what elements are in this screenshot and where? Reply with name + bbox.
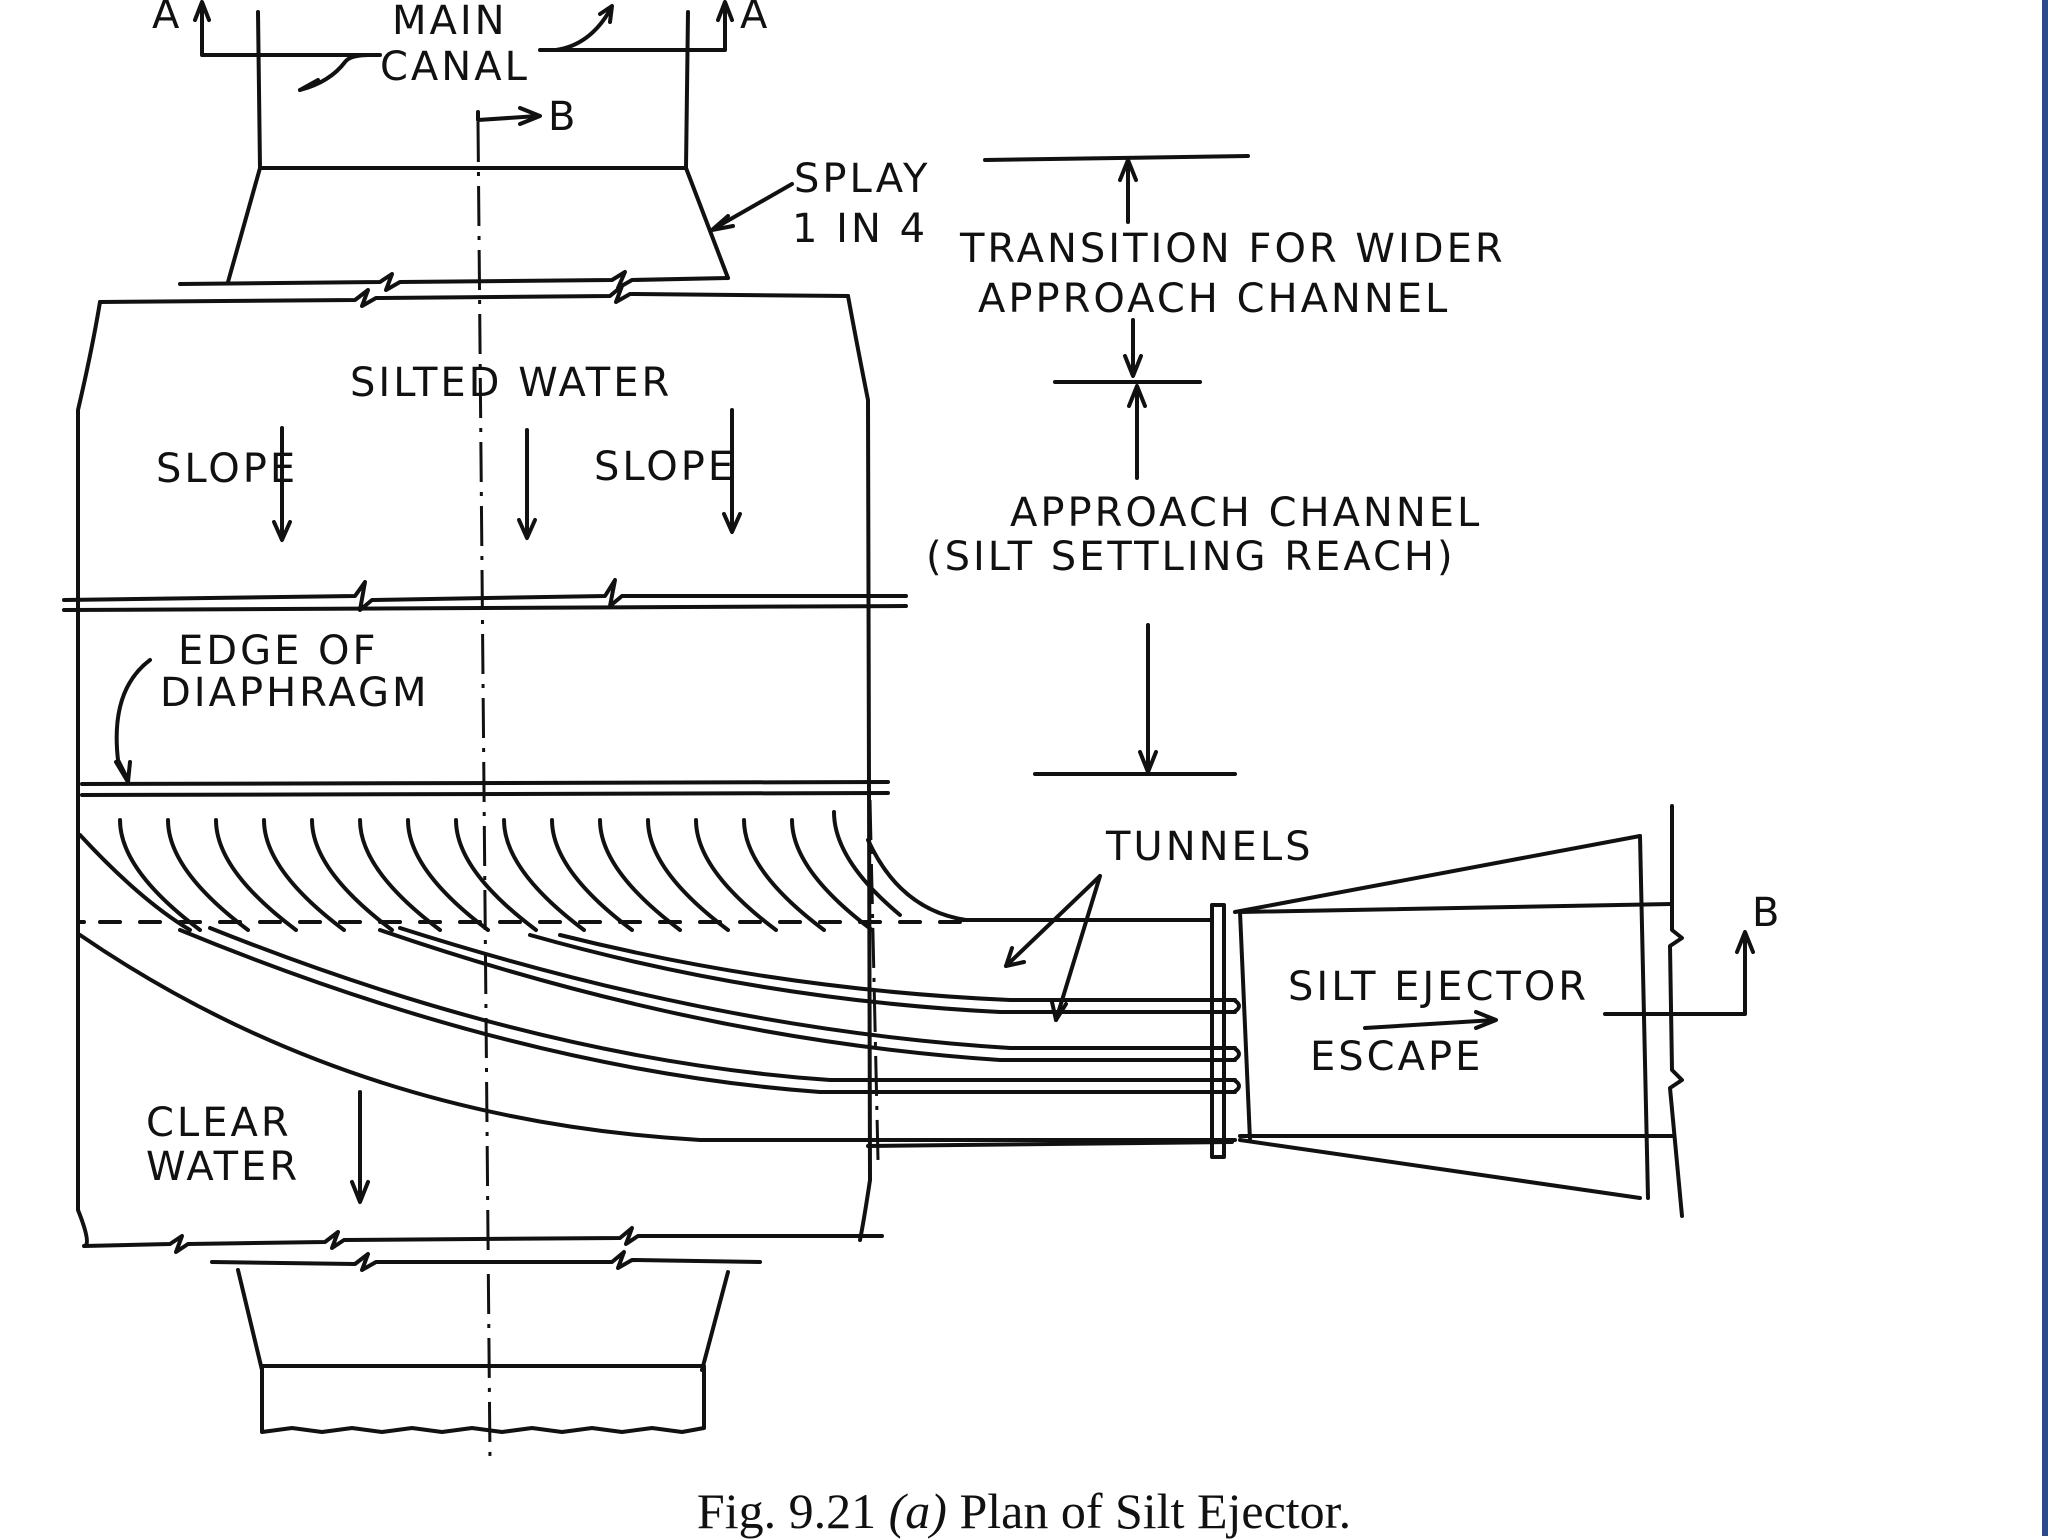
tunnel-curves [78,810,1212,932]
caption-prefix: Fig. 9.21 [696,1483,889,1539]
silted-water-label: SILTED WATER [350,360,672,406]
section-a-left-label: A [152,0,182,38]
tunnels-label: TUNNELS [1105,824,1314,870]
slope-left-label: SLOPE [156,446,298,492]
section-a-right-label: A [740,0,770,38]
downstream-outlet [82,1226,884,1434]
main-canal-label-line1: MAIN [392,0,508,44]
approach-channel-label-line2: (SILT SETTLING REACH) [926,534,1456,580]
silt-ejector-escape [1233,804,1755,1218]
clear-water-arrow [350,1090,370,1204]
caption-part-letter: (a) [888,1483,947,1539]
center-line-vertical [476,121,492,1461]
page-edge-strip [2042,0,2048,1536]
splay-label-line1: SPLAY [794,156,930,202]
center-line-tunnel-end [868,799,880,1161]
section-line-a [193,0,734,92]
transition-dimension [983,154,1250,776]
caption-title: Plan of Silt Ejector. [946,1483,1352,1539]
escape-label: ESCAPE [1310,1034,1483,1080]
transition-label-line2: APPROACH CHANNEL [978,276,1450,322]
diaphragm-label-line1: EDGE OF [178,628,379,674]
clear-water-label-line1: CLEAR [146,1100,292,1146]
section-b-top-label: B [548,94,578,140]
main-canal-label-line2: CANAL [380,44,530,90]
approach-channel-label-line1: APPROACH CHANNEL [1010,490,1482,536]
slope-arrows [272,408,742,542]
long-tunnels [78,903,1241,1159]
silt-ejector-label: SILT EJECTOR [1288,964,1589,1010]
clear-water-label-line2: WATER [146,1144,300,1190]
splay-transition [178,166,794,292]
section-line-b [476,106,542,126]
transition-label-line1: TRANSITION FOR WIDER [959,226,1506,272]
main-canal-walls [256,10,690,170]
diaphragm-label-line2: DIAPHRAGM [160,670,430,716]
tunnels-leaders [1004,874,1102,1022]
splay-label-line2: 1 IN 4 [792,206,928,252]
figure-caption: Fig. 9.21 (a) Plan of Silt Ejector. [0,1482,2048,1540]
section-b-right-label: B [1752,890,1782,936]
approach-channel [62,284,908,1247]
slope-right-label: SLOPE [594,444,736,490]
